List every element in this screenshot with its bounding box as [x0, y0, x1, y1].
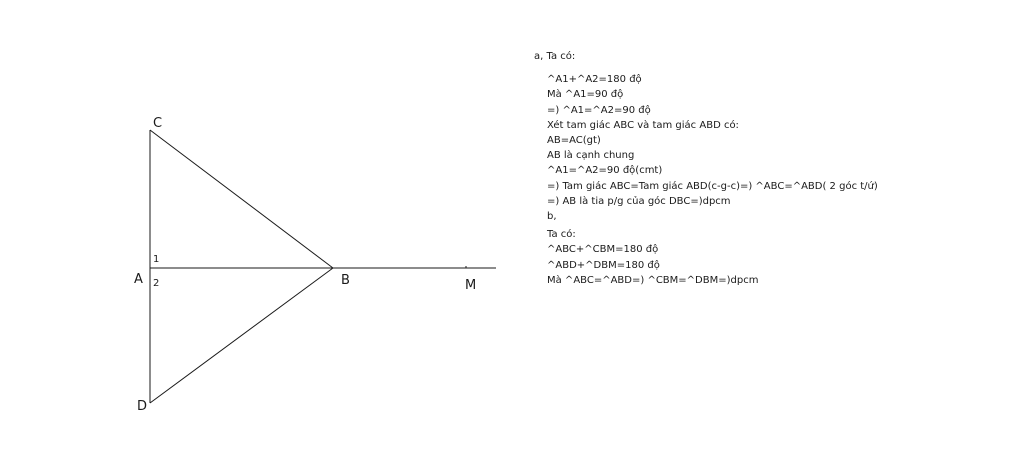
point-label-b: B [341, 273, 350, 288]
segment-db [149, 267, 334, 404]
solution-line: ^A1=^A2=90 độ(cmt) [547, 165, 663, 177]
solution-body: ^A1+^A2=180 độ Mà ^A1=90 độ =) ^A1=^A2=9… [547, 72, 1014, 288]
point-label-c: C [153, 116, 162, 131]
solution-line: =) ^A1=^A2=90 độ [547, 104, 651, 116]
solution-line: ^A1+^A2=180 độ [547, 74, 642, 86]
solution-line: AB=AC(gt) [547, 135, 601, 147]
angle-mark-1: 1 [153, 254, 159, 265]
solution-line: =) Tam giác ABC=Tam giác ABD(c-g-c)=) ^A… [547, 180, 878, 192]
solution-line: Ta có: [547, 229, 576, 241]
segment-cb [149, 129, 334, 269]
solution-text: a, Ta có: ^A1+^A2=180 độ Mà ^A1=90 độ =)… [534, 49, 1014, 288]
angle-mark-2: 2 [153, 278, 159, 289]
part-a-heading: a, Ta có: [534, 51, 576, 62]
solution-line: AB là cạnh chung [547, 150, 635, 162]
solution-line: ^ABC+^CBM=180 độ [547, 244, 659, 256]
solution-line: Xét tam giác ABC và tam giác ABD có: [547, 119, 739, 131]
solution-line: Mà ^ABC=^ABD=) ^CBM=^DBM=)dpcm [547, 274, 759, 286]
solution-line: =) AB là tia p/g của góc DBC=)dpcm [547, 195, 731, 207]
part-b-heading: b, [547, 211, 557, 223]
solution-line: Mà ^A1=90 độ [547, 89, 624, 101]
point-label-a: A [134, 272, 143, 287]
point-label-m: M [465, 278, 476, 293]
point-label-d: D [137, 399, 147, 414]
solution-line: ^ABD+^DBM=180 độ [547, 259, 660, 271]
